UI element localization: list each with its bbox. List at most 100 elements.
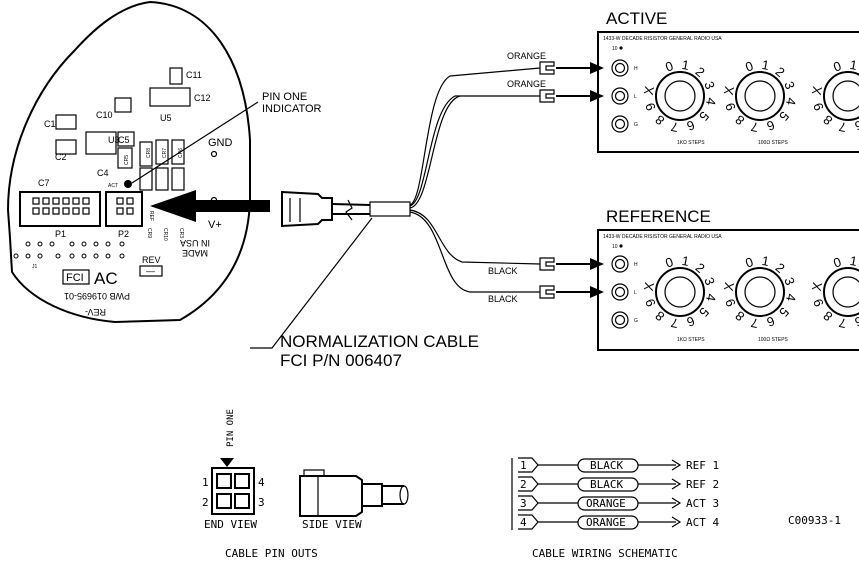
terminal-g-inner: [614, 314, 626, 326]
active-resistor-box: ACTIVE 1433-W DECADE RISISTOR GENERAL RA…: [597, 9, 859, 153]
p1-pins: [32, 197, 90, 215]
dial-digit: X: [721, 281, 737, 292]
pin-3-label: 3: [258, 496, 265, 509]
dial-knob: [823, 267, 859, 317]
cr3-label: CR3: [178, 228, 184, 238]
made-label: MADE: [182, 248, 208, 258]
pwb-label: PWB 019695-01: [64, 291, 130, 301]
via: [93, 241, 99, 247]
dial-digit: 7: [838, 119, 848, 135]
fci-label: FCI: [66, 272, 84, 284]
c4-label: C4: [97, 168, 109, 178]
wire-orange-1b: [409, 95, 540, 207]
act-label: ACT: [108, 183, 118, 189]
schematic-row-1: 1 BLACK REF 1: [518, 457, 719, 473]
pin-outs-caption: CABLE PIN OUTS: [225, 547, 318, 560]
u5-body: [149, 87, 191, 107]
terminal-l-label: L: [634, 94, 637, 100]
dial-knob: [655, 71, 705, 121]
dial-digit: 0: [663, 254, 675, 271]
ac-label: AC: [94, 269, 118, 288]
via: [119, 253, 125, 259]
pin: [116, 207, 124, 215]
dial-center: [664, 276, 696, 308]
reference-step2: 100Ω STEPS: [758, 337, 789, 343]
pin-one-indicator-line2: INDICATOR: [262, 103, 322, 115]
dial-knob: [735, 71, 785, 121]
dial-digit: 6: [853, 117, 859, 134]
terminal-h-label: H: [634, 262, 638, 268]
pin: [126, 207, 134, 215]
wire-orange-2: [409, 95, 461, 209]
dial-digit: 1: [849, 253, 859, 269]
schematic-wire-2: BLACK: [590, 478, 623, 491]
cable-pin-outs: PIN ONE 1 2 4 3 END VIEW SIDE VIEW CABLE…: [202, 409, 409, 560]
pin-one-indicator-line1: PIN ONE: [262, 91, 307, 103]
terminal-h-inner: [614, 258, 626, 270]
dial-digit: 3: [701, 275, 718, 287]
dial-digit: 3: [781, 275, 798, 287]
dial-digit: 4: [703, 293, 719, 303]
via: [93, 253, 99, 259]
active-box-header: 1433-W DECADE RISISTOR GENERAL RADIO USA: [603, 36, 722, 42]
terminal-h: [611, 255, 629, 273]
insert-arrow-shaft: [190, 200, 270, 212]
dial-center: [832, 80, 859, 112]
via: [37, 253, 43, 259]
schematic-pin-4: 4: [520, 516, 527, 529]
dial-digit: X: [721, 85, 737, 96]
schematic-wire-3: ORANGE: [586, 497, 626, 510]
cr5-body: [117, 147, 133, 169]
cr5-label: CR5: [124, 155, 130, 165]
via: [69, 253, 75, 259]
active-step2: 100Ω STEPS: [758, 140, 789, 146]
in-usa-label: IN USA: [180, 238, 210, 248]
dial-digit: X: [641, 281, 657, 292]
cr9-label: CR9: [146, 228, 152, 238]
u3-body: [85, 131, 117, 155]
cr3-body: [171, 167, 185, 191]
schematic-dest-2: REF 2: [686, 478, 719, 491]
via: [49, 241, 55, 247]
insert-arrow: [150, 190, 270, 222]
side-view-latch: [303, 469, 325, 477]
active-step1: 1KΩ STEPS: [677, 140, 705, 146]
reference-resistor-box: REFERENCE 1433-W DECADE RISISTOR GENERAL…: [597, 207, 859, 351]
cr7-label: CR7: [162, 148, 168, 158]
c7-label: C7: [38, 178, 50, 188]
wire-black-1: [409, 209, 541, 265]
terminal-h-inner: [614, 62, 626, 74]
dial-digit: 9: [810, 101, 827, 113]
c1-pad: [55, 114, 77, 130]
dial-digit: 7: [670, 315, 680, 331]
pin: [126, 197, 134, 205]
c11-pad: [169, 67, 183, 85]
cable-leader: [250, 217, 373, 349]
terminal-g: [611, 311, 629, 329]
schematic-arrow: [671, 478, 682, 490]
pin: [62, 197, 70, 205]
pin: [52, 197, 60, 205]
dial-digit: 1: [761, 57, 771, 73]
dial-digit: 6: [685, 313, 697, 330]
lead-label-black-2: BLACK: [488, 294, 518, 304]
cr8-label: CR8: [146, 148, 152, 158]
side-view-label: SIDE VIEW: [302, 518, 362, 531]
side-view-boot: [361, 483, 383, 507]
active-box-frame: [597, 31, 859, 153]
dial-center: [664, 80, 696, 112]
lead-label-orange-2: ORANGE: [507, 79, 546, 89]
pin: [32, 207, 40, 215]
pin-2-label: 2: [202, 496, 209, 509]
terminal-g: [611, 115, 629, 133]
cable-sleeve: [369, 201, 411, 217]
dial-digit: 7: [750, 315, 760, 331]
via: [81, 241, 87, 247]
u3-label: U3: [108, 135, 120, 145]
via: [25, 241, 31, 247]
cable-break: [345, 199, 353, 221]
via: [13, 253, 19, 259]
